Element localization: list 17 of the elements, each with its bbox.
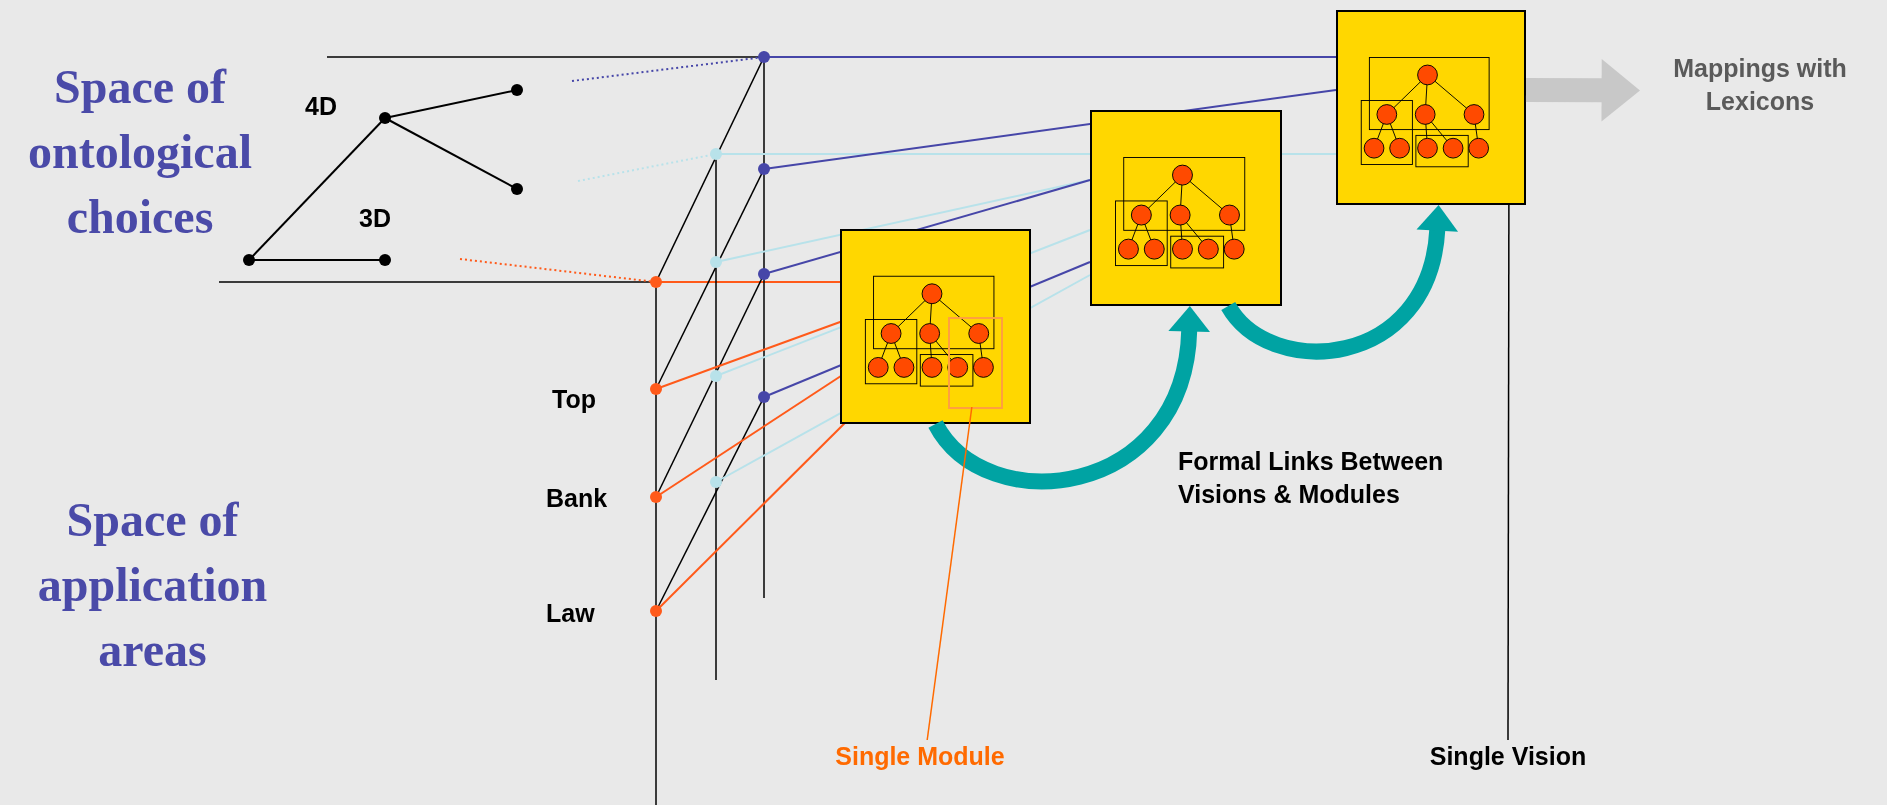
module-outline [948, 317, 1003, 409]
axis-label: Top [552, 384, 596, 415]
curved-arrow [1221, 205, 1458, 360]
arrow [1525, 59, 1640, 122]
axis-label: 4D [305, 91, 337, 122]
callout-label: Single Vision [1388, 740, 1628, 776]
heading: Space of ontological choices [27, 59, 253, 245]
annotation-text: Formal Links Between Visions & Modules [1178, 446, 1445, 510]
axis-label: Law [546, 598, 595, 629]
output-label: Mappings with Lexicons [1640, 52, 1880, 132]
callout-label: Single Module [800, 740, 1040, 776]
heading: Space of application areas [36, 492, 269, 678]
axis-label: Bank [546, 483, 608, 514]
leader-line [926, 406, 973, 741]
leader-line [1507, 204, 1510, 741]
axis-label: 3D [359, 203, 391, 234]
curved-arrow [928, 306, 1210, 490]
